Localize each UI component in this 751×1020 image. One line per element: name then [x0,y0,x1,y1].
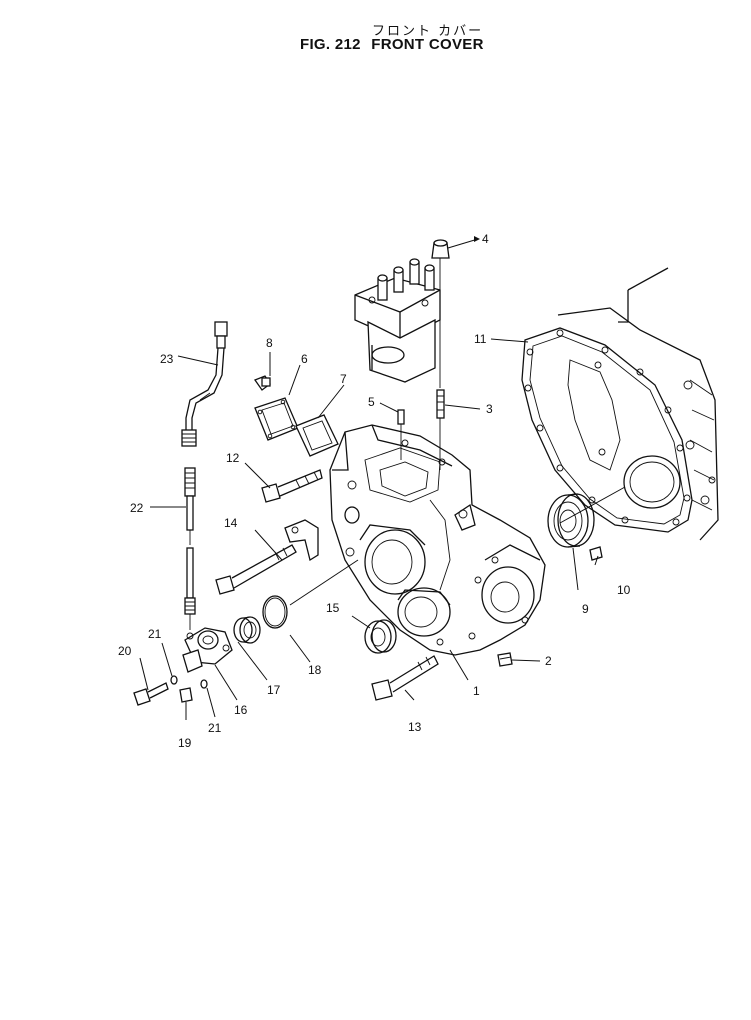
callout-10: 10 [617,583,631,597]
callout-5: 5 [368,395,375,409]
part-7-gasket [295,414,339,457]
callout-21-upper: 21 [148,627,162,641]
callout-19: 19 [178,736,192,750]
part-12-bolt [261,469,323,503]
part-15-bearing [364,619,397,654]
part-13-bolt [371,655,439,701]
callout-6: 6 [301,352,308,366]
engine-block-outline [557,267,719,541]
callout-21-lower: 21 [208,721,222,735]
part-6-cover-plate [254,397,299,441]
part-10-bolt [589,546,603,561]
callout-14: 14 [224,516,238,530]
gasket-part-11 [521,327,693,533]
callout-12: 12 [226,451,240,465]
part-5-pin [397,409,405,460]
part-20-bolt [133,682,169,706]
injection-pump [354,258,441,383]
figure-number: FIG. 212 [300,36,361,53]
part-22-drive-shaft [184,467,196,630]
figure-title: FIG. 212 FRONT COVER [300,36,490,53]
callout-4: 4 [482,232,489,246]
callout-22: 22 [130,501,144,515]
callout-17: 17 [267,683,281,697]
callout-11: 11 [474,332,487,346]
callout-23: 23 [160,352,174,366]
callout-13: 13 [408,720,422,734]
callout-labels: 1 2 3 4 5 6 7 8 9 10 11 12 13 14 15 16 1… [118,232,631,750]
callout-9: 9 [582,602,589,616]
callout-15: 15 [326,601,340,615]
part-2-plug [497,652,513,667]
callout-2: 2 [545,654,552,668]
leader-lines [139,236,626,720]
callout-16: 16 [234,703,248,717]
part-9-bearing [547,493,595,548]
part-4-nut [431,239,450,388]
part-23-tachometer-cable [181,321,228,447]
part-19-bolt [179,687,193,703]
part-8-bolt [253,375,271,391]
callout-18: 18 [308,663,322,677]
part-18-o-ring [262,595,288,629]
callout-1: 1 [473,684,480,698]
callout-3: 3 [486,402,493,416]
front-cover-body [329,424,546,656]
callout-7: 7 [340,372,347,386]
title-japanese: フロント カバー [372,24,484,39]
callout-8: 8 [266,336,273,350]
part-16-drive-housing [182,627,233,673]
part-14-long-bolt [215,519,319,595]
part-3-stud [436,389,445,470]
part-17-bearing [233,616,261,644]
callout-20: 20 [118,644,132,658]
part-21-washers [170,675,208,689]
figure-name: FRONT COVER [371,36,484,53]
